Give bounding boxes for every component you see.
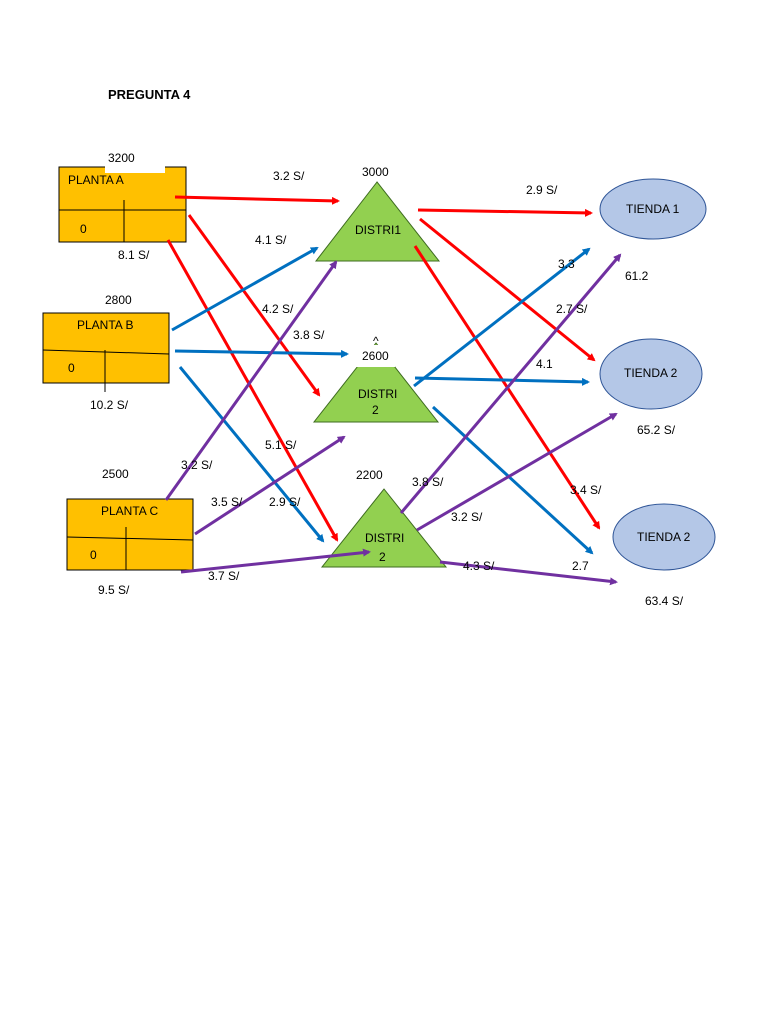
arrow-b-d2: [174, 349, 349, 358]
distri-2-name-line2: 2: [372, 403, 379, 417]
plant-a-inner-value: 0: [80, 222, 87, 236]
edge-label-c-d2: 3.5 S/: [211, 495, 243, 509]
distri-2: ^ 2600 DISTRI 2: [312, 334, 440, 423]
plant-c-name: PLANTA C: [101, 504, 158, 518]
tienda-3-name: TIENDA 2: [637, 530, 691, 544]
tienda-3-value: 63.4 S/: [645, 594, 684, 608]
arrow-d2-t3: [431, 405, 594, 555]
arrow-d2-t1: [413, 247, 591, 388]
tienda-3: TIENDA 2 63.4 S/: [612, 503, 716, 608]
plant-c-supply: 2500: [102, 467, 129, 481]
arrow-d1-t2: [419, 217, 596, 362]
edge-label-c-d3: 3.7 S/: [208, 569, 240, 583]
arrow-d3-t1: [399, 253, 622, 514]
edge-label-d3-t2: 3.2 S/: [451, 510, 483, 524]
arrow-d3-t2: [416, 412, 618, 532]
arrow-a-d3: [166, 239, 339, 542]
plant-a-cost: 8.1 S/: [118, 248, 150, 262]
arrow-d2-t2: [414, 376, 590, 386]
plant-a-name: PLANTA A: [68, 173, 124, 187]
tienda-2-name: TIENDA 2: [624, 366, 678, 380]
edge-label-d1-t2: 2.7 S/: [556, 302, 588, 316]
edge-label-d3-t1: 3.8 S/: [412, 475, 444, 489]
edge-label-a-d1: 3.2 S/: [273, 169, 305, 183]
arrow-c-d2: [194, 435, 346, 536]
distri-3: 2200 DISTRI 2: [320, 466, 448, 568]
edge-label-b-d1: 4.1 S/: [255, 233, 287, 247]
distri-3-capacity: 2200: [356, 468, 383, 482]
plant-a: 3200 PLANTA A 0 8.1 S/: [58, 149, 187, 262]
arrow-b-d3: [178, 366, 325, 543]
edge-label-d1-t1: 2.9 S/: [526, 183, 558, 197]
plant-b-inner-value: 0: [68, 361, 75, 375]
distri-1: 3000 DISTRI1: [314, 165, 441, 262]
arrow-a-d2: [187, 214, 321, 397]
arrow-c-d3: [180, 548, 371, 574]
plant-a-supply: 3200: [108, 151, 135, 165]
plant-b-supply: 2800: [105, 293, 132, 307]
plant-c: 2500 PLANTA C 0 9.5 S/: [66, 467, 194, 597]
edge-label-d2-t3: 2.7: [572, 559, 589, 573]
distri-3-name-line2: 2: [379, 550, 386, 564]
tienda-1-value: 61.2: [625, 269, 649, 283]
tienda-1: TIENDA 1 61.2: [599, 178, 707, 283]
tienda-2-value: 65.2 S/: [637, 423, 676, 437]
tienda-2: TIENDA 2 65.2 S/: [599, 338, 703, 437]
distri-2-capacity: 2600: [362, 349, 389, 363]
distri-2-name-line1: DISTRI: [358, 387, 397, 401]
arrow-b-d1: [171, 246, 319, 332]
plant-b-name: PLANTA B: [77, 318, 133, 332]
edge-label-b-d3: 2.9 S/: [269, 495, 301, 509]
arrow-d3-t3: [439, 560, 618, 586]
edge-label-d2-t1: 3.3: [558, 257, 575, 271]
plant-c-inner-value: 0: [90, 548, 97, 562]
edge-label-d2-t2: 4.1: [536, 357, 553, 371]
plant-b-cost: 10.2 S/: [90, 398, 129, 412]
tienda-1-name: TIENDA 1: [626, 202, 680, 216]
distri-3-name-line1: DISTRI: [365, 531, 404, 545]
edge-label-b-d2: 3.8 S/: [293, 328, 325, 342]
plant-b: 2800 PLANTA B 0 10.2 S/: [42, 293, 170, 412]
edge-label-d3-t3: 4.3 S/: [463, 559, 495, 573]
edge-label-a-d3: 5.1 S/: [265, 438, 297, 452]
arrow-d1-t1: [417, 208, 593, 217]
edge-label-a-d2: 4.2 S/: [262, 302, 294, 316]
distri-1-capacity: 3000: [362, 165, 389, 179]
edge-label-c-d1: 3.2 S/: [181, 458, 213, 472]
distri-2-caret: ^: [373, 334, 379, 348]
distri-1-name: DISTRI1: [355, 223, 401, 237]
edge-label-d1-t3: 3.4 S/: [570, 483, 602, 497]
arrow-c-d1: [164, 260, 338, 501]
arrow-a-d1: [174, 195, 340, 205]
page-title: PREGUNTA 4: [108, 87, 191, 102]
plant-c-cost: 9.5 S/: [98, 583, 130, 597]
